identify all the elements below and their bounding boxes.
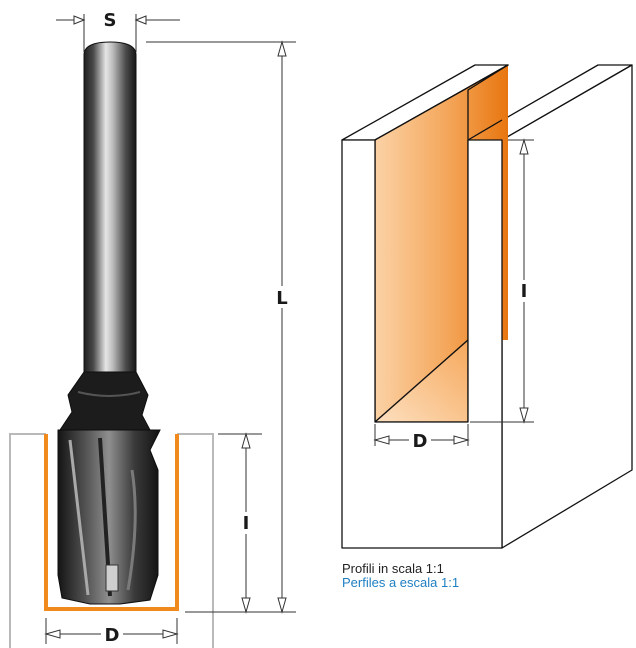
caption-spanish: Perfiles a escala 1:1 [342,575,460,590]
dimension-s-label: S [104,10,117,31]
cut-profile [44,434,179,611]
shank [83,41,137,373]
dimension-i-groove-label: I [521,281,528,302]
grooved-block [341,64,633,549]
dimension-d-groove-label: D [413,431,428,452]
block-right-side [501,64,633,549]
dimension-l: L [146,40,296,614]
router-bit [9,41,214,648]
neck [59,371,151,431]
dimension-d-groove: D [373,424,470,452]
dimension-l-label: L [276,288,287,309]
dimension-i-bit: I [218,432,262,614]
caption-italian: Profili in scala 1:1 [342,561,444,576]
workpiece-outline [9,433,214,648]
dimension-i-groove: I [470,138,534,424]
dimension-d-bit: D [44,618,179,646]
scale-caption: Profili in scala 1:1 Perfiles a escala 1… [342,562,459,590]
dimension-s: S [56,10,180,52]
dimension-i-bit-label: I [243,513,250,534]
dimension-d-bit-label: D [105,625,120,646]
